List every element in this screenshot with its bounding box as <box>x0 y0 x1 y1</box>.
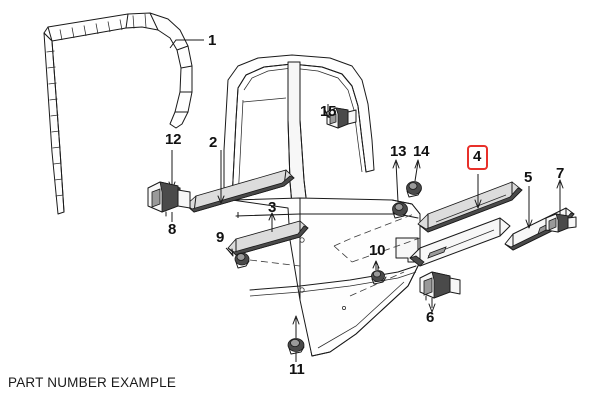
callout-2: 2 <box>209 134 218 151</box>
part-4-lower-door-molding <box>409 174 523 267</box>
callout-11: 11 <box>289 361 305 378</box>
callout-3: 3 <box>268 199 277 216</box>
caption-text: PART NUMBER EXAMPLE <box>8 375 177 390</box>
callout-8: 8 <box>168 221 177 238</box>
callout-5: 5 <box>524 169 533 186</box>
part-1-window-frame-seal <box>43 12 204 215</box>
part-7-clip-right <box>545 179 577 233</box>
door-assembly <box>223 54 421 357</box>
callout-9: 9 <box>216 229 225 246</box>
part-8-clip-large <box>147 181 191 222</box>
callout-10: 10 <box>369 242 386 259</box>
callout-15: 15 <box>320 103 337 120</box>
part-6-clip-lower <box>419 271 461 313</box>
part-9-grommet-nut <box>225 247 301 269</box>
part-13-grommet <box>392 159 408 219</box>
part-15-clip-upper <box>324 104 357 129</box>
callout-7: 7 <box>556 165 565 182</box>
part-3-lower-belt-molding <box>227 212 309 256</box>
callout-4: 4 <box>473 148 482 165</box>
callout-6: 6 <box>426 309 435 326</box>
part-14-grommet <box>406 159 422 198</box>
part-10-grommet-nut-right <box>371 260 387 285</box>
callout-13: 13 <box>390 143 407 160</box>
callout-1: 1 <box>208 32 217 49</box>
part-2-upper-belt-molding <box>185 150 295 213</box>
callout-12: 12 <box>165 131 182 148</box>
callout-14: 14 <box>413 143 430 160</box>
highlight-box-part-4 <box>467 145 488 170</box>
part-11-grommet-nut-bottom <box>287 315 305 362</box>
